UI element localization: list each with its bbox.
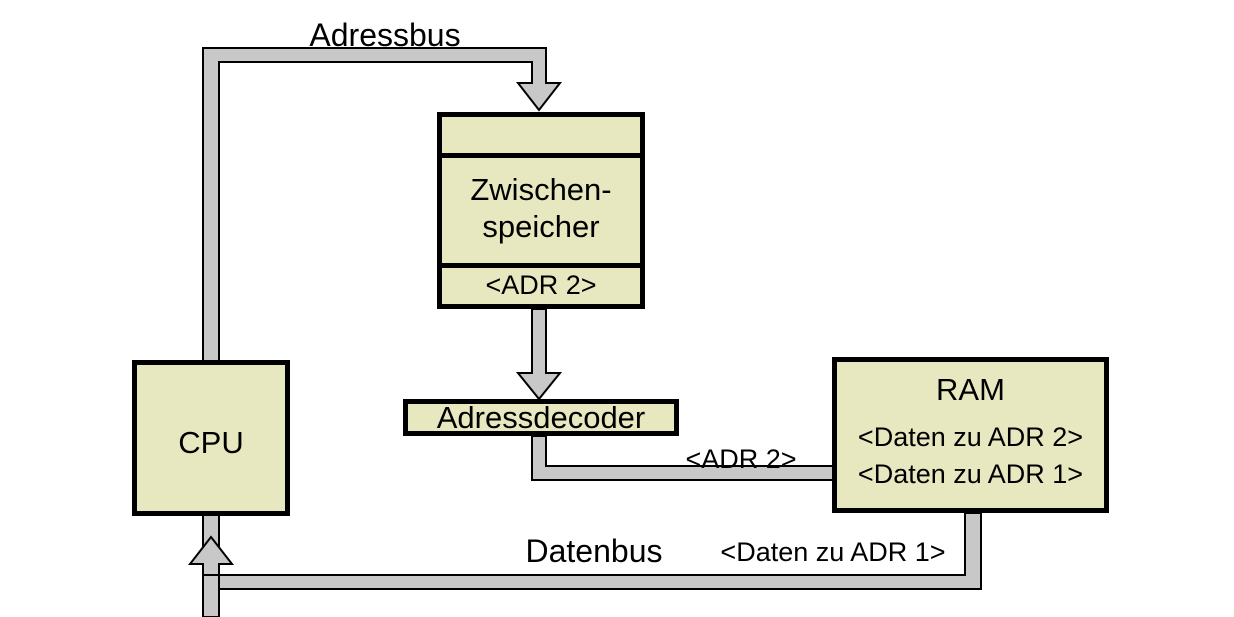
latch-to-decoder-bus [515, 308, 563, 401]
zwischenspeicher-value: <ADR 2> [485, 270, 597, 300]
zwischenspeicher-name-row: Zwischen- speicher [442, 158, 640, 268]
data-bus-path [187, 512, 982, 590]
zwischenspeicher-label: Zwischen- speicher [470, 172, 612, 244]
zwischenspeicher-value-row: <ADR 2> [442, 268, 640, 304]
cpu-label: CPU [178, 425, 244, 460]
decoder-to-ram-label: <ADR 2> [685, 444, 797, 474]
adressdecoder-label: Adressdecoder [436, 400, 646, 435]
zwischenspeicher-box[interactable]: Zwischen- speicher <ADR 2> [437, 112, 645, 309]
ram-cell-adr1: <Daten zu ADR 1> [857, 459, 1084, 489]
ram-box[interactable]: RAM <Daten zu ADR 2> <Daten zu ADR 1> [832, 357, 1109, 513]
address-bus-label: Adressbus [309, 17, 461, 53]
ram-cell-adr2: <Daten zu ADR 2> [857, 422, 1084, 452]
zwischenspeicher-empty-row [442, 117, 640, 158]
ram-title: RAM [936, 372, 1005, 407]
adressdecoder-box[interactable]: Adressdecoder [403, 399, 679, 436]
address-bus-path [202, 47, 563, 617]
cpu-box[interactable]: CPU [132, 360, 290, 516]
ram-to-cpu-label: <Daten zu ADR 1> [720, 537, 946, 567]
data-bus-label: Datenbus [525, 533, 663, 569]
